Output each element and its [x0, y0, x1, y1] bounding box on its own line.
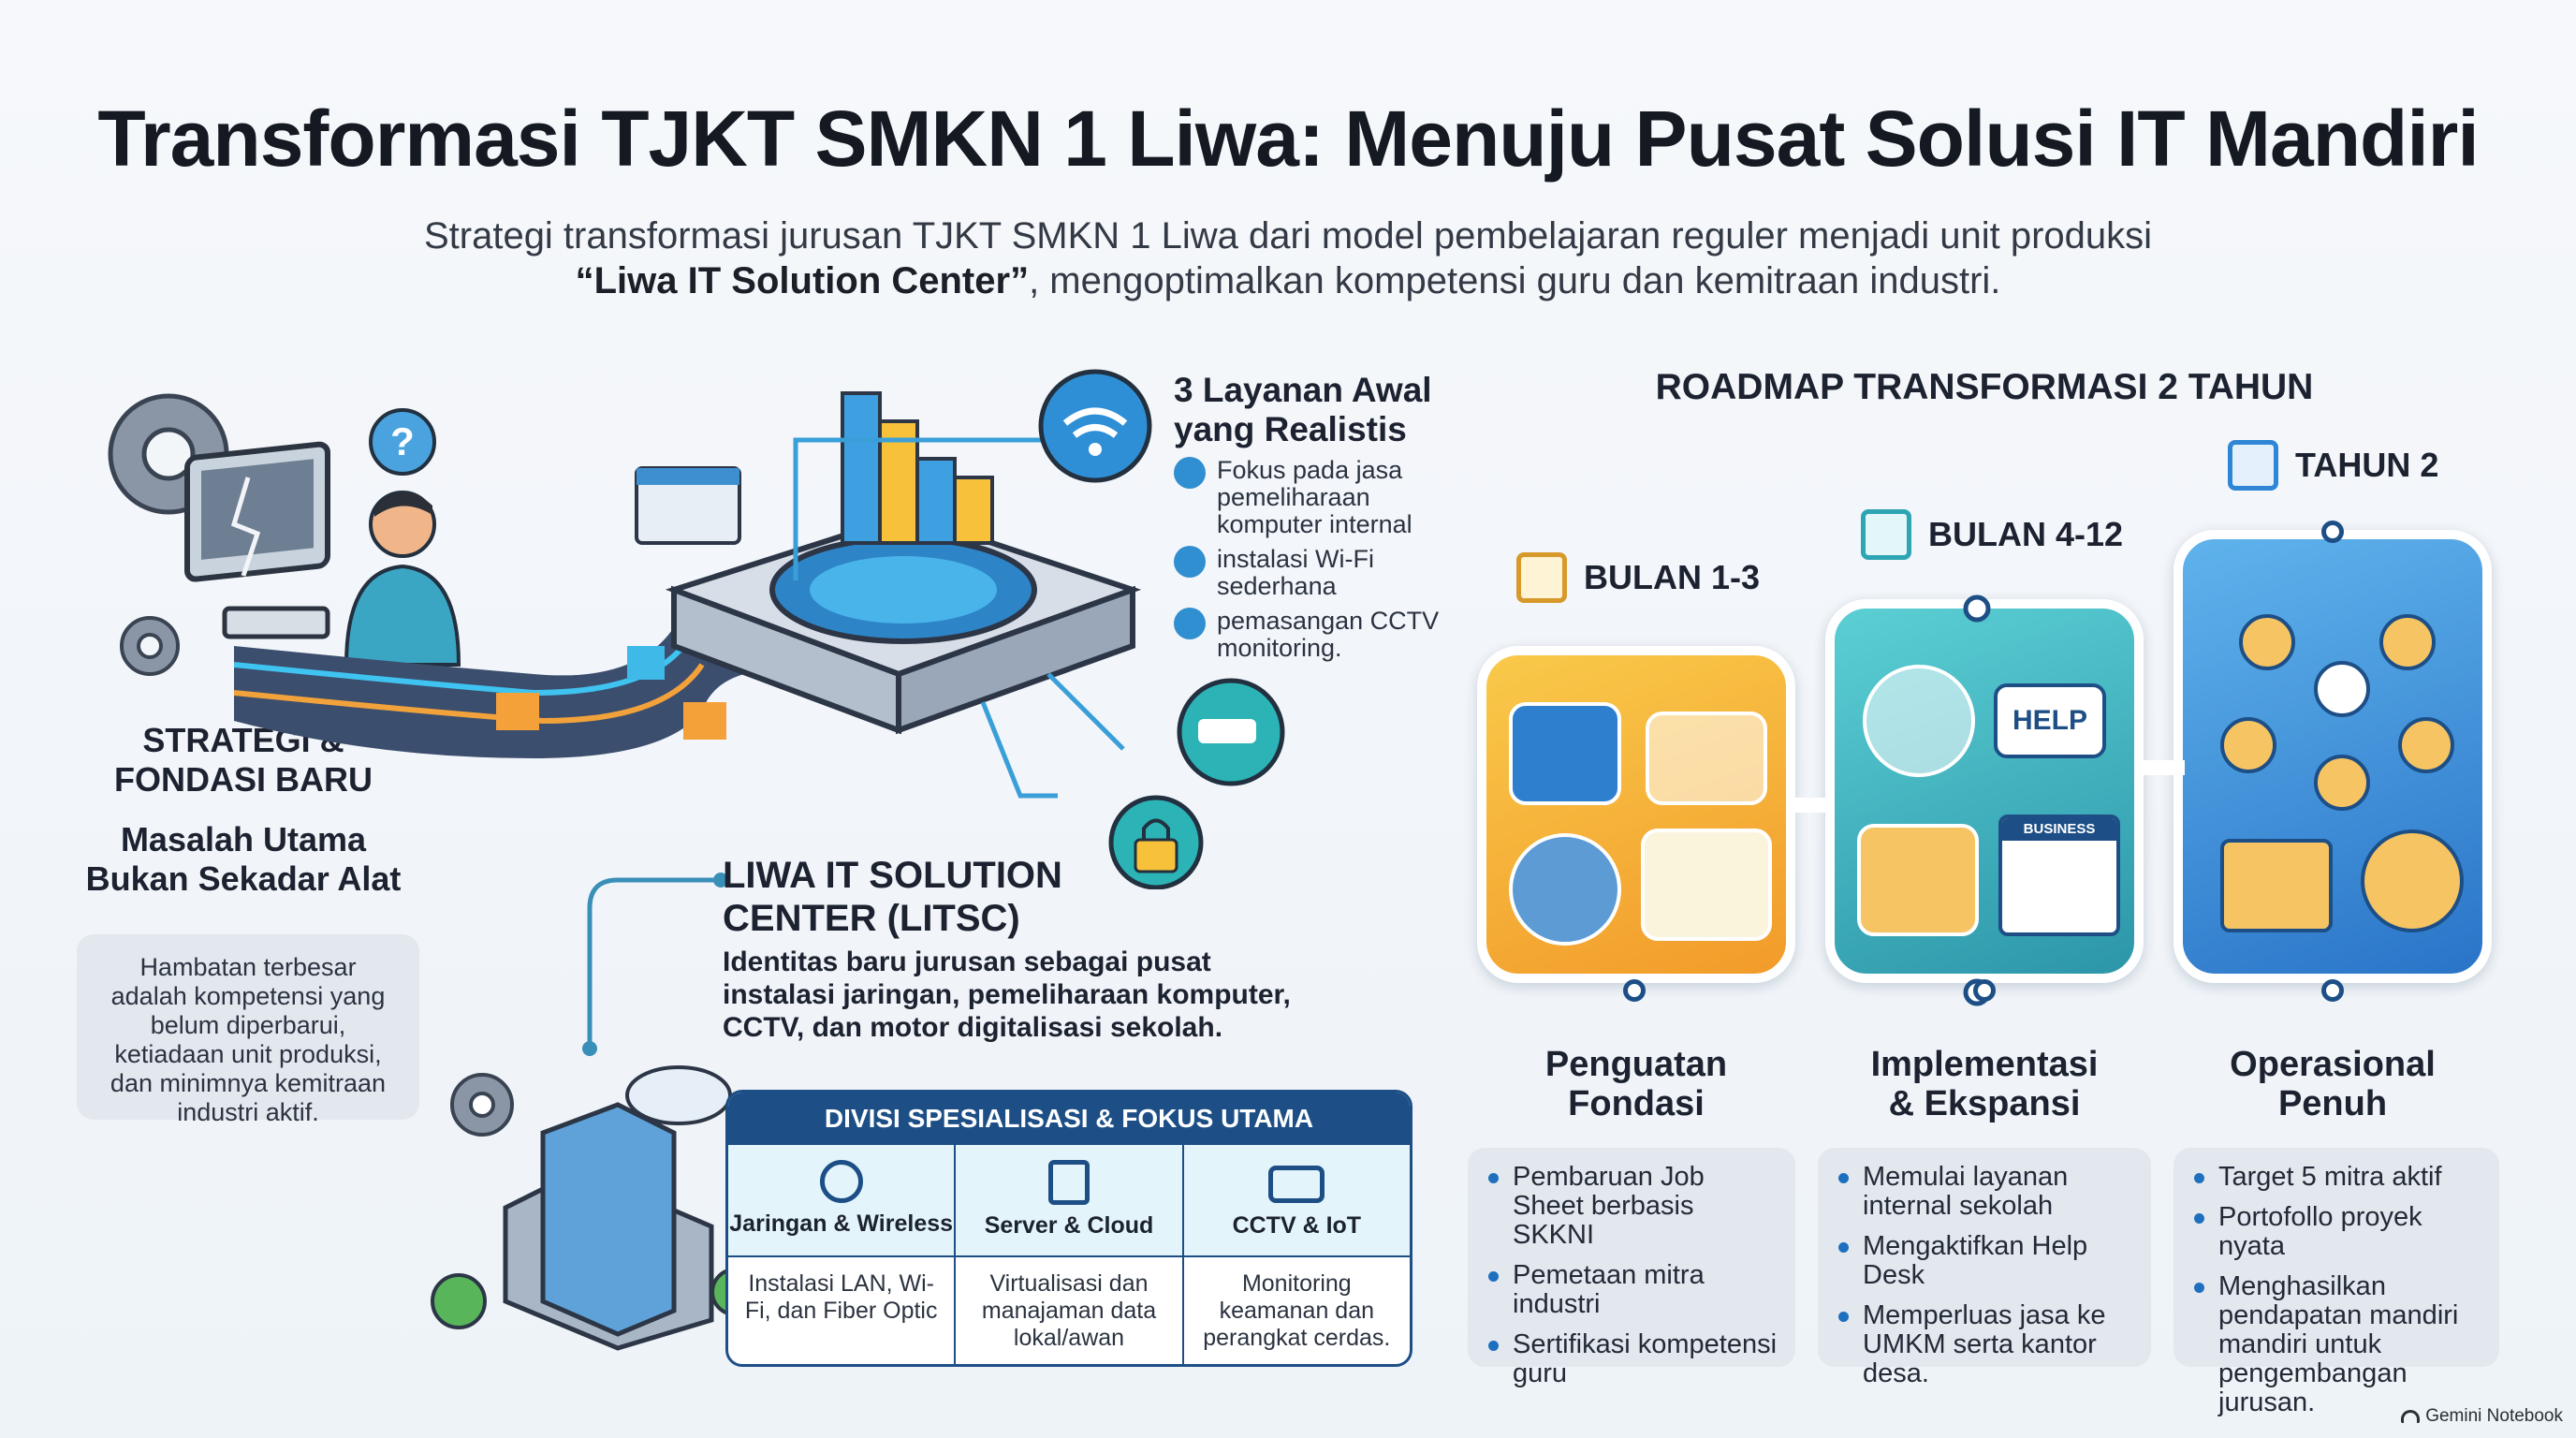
- cctv-icon: [1177, 678, 1285, 786]
- subtitle-line-1: Strategi transformasi jurusan TJKT SMKN …: [423, 215, 2153, 257]
- list-item: Memperluas jasa ke UMKM serta kantor des…: [1837, 1301, 2142, 1388]
- page-title: Transformasi TJKT SMKN 1 Liwa: Menuju Pu…: [97, 95, 2479, 183]
- solution-center-platform-illustration: [234, 369, 1285, 889]
- problem-description-box: Hambatan terbesar adalah kompetensi yang…: [77, 934, 419, 1126]
- network-icon: [819, 1160, 863, 1203]
- strategy-heading: STRATEGI & FONDASI BARU: [114, 721, 373, 799]
- helpdesk-agent-icon: [1863, 665, 1975, 777]
- svg-text:?: ?: [390, 419, 415, 463]
- list-item: Mengaktifkan Help Desk: [1837, 1232, 2142, 1290]
- services-heading: 3 Layanan Awal yang Realistis: [1174, 371, 1432, 448]
- partner-gears-network-icon: [2211, 595, 2464, 811]
- gear-icon: [1509, 833, 1621, 946]
- division-column: Jaringan & Wireless Instalasi LAN, Wi-Fi…: [728, 1145, 957, 1364]
- wifi-icon: [1174, 546, 1206, 578]
- phase-period-label: BULAN 1-3: [1516, 552, 1760, 603]
- phase-name: Operasional Penuh: [2230, 1045, 2436, 1123]
- litsc-heading: LIWA IT SOLUTION CENTER (LITSC): [723, 855, 1062, 939]
- revenue-growth-icon: [2361, 829, 2464, 932]
- phase-period-label: BULAN 4-12: [1861, 509, 2123, 560]
- service-item: pemasangan CCTV monitoring.: [1174, 608, 1455, 662]
- phase-period-label: TAHUN 2: [2228, 440, 2438, 491]
- service-item: Fokus pada jasa pemeliharaan komputer in…: [1174, 457, 1455, 538]
- cctv-lock-icon: [1268, 1166, 1325, 1203]
- server-icon: [1047, 1160, 1090, 1205]
- gear-icon: [450, 1073, 514, 1137]
- wifi-icon: [1038, 369, 1152, 483]
- service-item: instalasi Wi-Fi sederhana: [1174, 546, 1455, 600]
- handshake-icon: [1646, 712, 1767, 805]
- broken-monitor-icon: [184, 441, 330, 639]
- phase-panel-operational: [2174, 530, 2492, 983]
- frustrated-technician-illustration: ?: [108, 393, 461, 676]
- phase-node: [2321, 979, 2344, 1002]
- phase-name: Penguatan Fondasi: [1544, 1045, 1728, 1123]
- list-item: Pemetaan mitra industri: [1486, 1261, 1782, 1319]
- list-item: Pembaruan Job Sheet berbasis SKKNI: [1486, 1163, 1782, 1250]
- subtitle-bold-name: “Liwa IT Solution Center”: [575, 260, 1030, 301]
- school-building-illustration: [431, 1065, 759, 1351]
- branding-label: Gemini Notebook: [2401, 1406, 2563, 1427]
- phase-node: [2321, 521, 2344, 543]
- phase-bullets-box: Pembaruan Job Sheet berbasis SKKNI Pemet…: [1468, 1148, 1795, 1388]
- portfolio-folder-icon: [2220, 839, 2333, 932]
- list-item: Target 5 mitra aktif: [2192, 1163, 2490, 1192]
- platform-base: [665, 511, 1142, 735]
- help-speech-bubble: HELP: [1994, 683, 2106, 758]
- data-cube: [627, 646, 665, 680]
- litsc-description: Identitas baru jurusan sebagai pusat ins…: [723, 946, 1291, 1043]
- list-item: Portofollo proyek nyata: [2192, 1203, 2490, 1261]
- roadmap-heading: ROADMAP TRANSFORMASI 2 TAHUN: [1655, 367, 2314, 407]
- division-column: CCTV & IoT Monitoring keamanan dan peran…: [1183, 1145, 1410, 1364]
- certificate-icon: [1641, 829, 1772, 941]
- business-store-icon: BUSINESS: [1998, 814, 2120, 936]
- list-item: Sertifikasi kompetensi guru: [1486, 1330, 1782, 1388]
- phase-bullets-box: Target 5 mitra aktif Portofollo proyek n…: [2174, 1148, 2499, 1417]
- main-problem-heading: Masalah Utama Bukan Sekadar Alat: [85, 820, 402, 898]
- page-subtitle: Strategi transformasi jurusan TJKT SMKN …: [281, 213, 2295, 303]
- division-column: Server & Cloud Virtualisasi dan manajama…: [956, 1145, 1184, 1364]
- school-icon: [1857, 824, 1979, 936]
- lock-icon: [1108, 795, 1204, 889]
- roadmap-connectors: [1793, 594, 2185, 1006]
- computer-icon: [1174, 457, 1206, 489]
- phase-name: Implementasi & Ekspansi: [1870, 1045, 2099, 1123]
- list-item: Memulai layanan internal sekolah: [1837, 1163, 2142, 1221]
- divisions-header: DIVISI SPESIALISASI & FOKUS UTAMA: [728, 1093, 1410, 1145]
- question-mark-icon: ?: [369, 408, 436, 476]
- calendar-icon: [1516, 552, 1567, 603]
- gear-icon: [120, 616, 180, 676]
- data-blocks: [841, 391, 994, 545]
- phase-bullets-box: Memulai layanan internal sekolah Mengakt…: [1818, 1148, 2151, 1388]
- cctv-icon: [1174, 608, 1206, 639]
- connector-line: [582, 873, 728, 1056]
- blueprint-icon: [1509, 702, 1621, 805]
- person-icon: [344, 491, 461, 667]
- subtitle-line-2: , mengoptimalkan kompetensi guru dan kem…: [1029, 260, 2001, 301]
- divisions-table: DIVISI SPESIALISASI & FOKUS UTAMA Jaring…: [725, 1090, 1412, 1367]
- browser-window-icon: [635, 466, 741, 545]
- calendar-check-icon: [1861, 509, 1911, 560]
- data-cube: [496, 693, 539, 730]
- gemini-logo-icon: [2401, 1410, 2421, 1423]
- phase-node: [1973, 979, 1996, 1002]
- services-list: Fokus pada jasa pemeliharaan komputer in…: [1174, 457, 1455, 662]
- data-cube: [683, 702, 726, 740]
- list-item: Menghasilkan pendapatan mandiri mandiri …: [2192, 1272, 2490, 1417]
- phase-panel-foundation: [1477, 646, 1795, 983]
- phase-node: [1623, 979, 1646, 1002]
- calendar-check-icon: [2228, 440, 2278, 491]
